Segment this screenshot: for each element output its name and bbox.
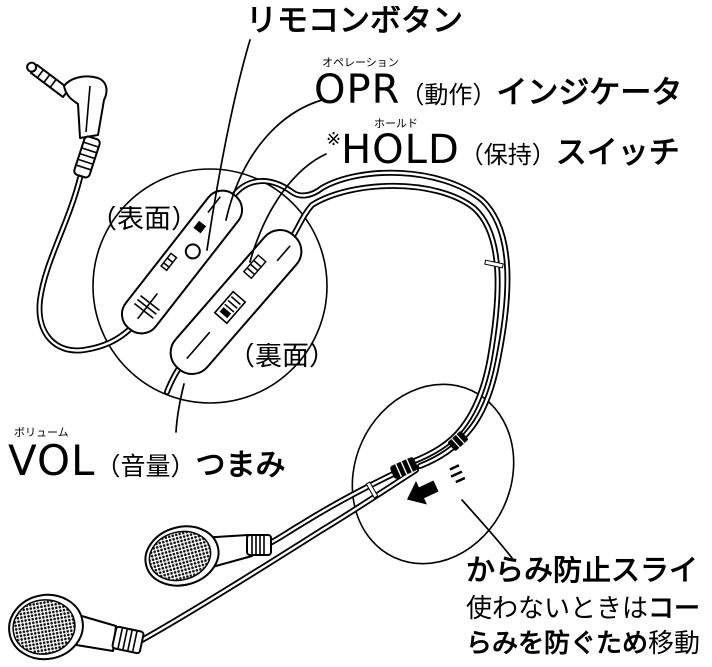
loop-cable-back <box>290 182 501 465</box>
upper-earphone-cable <box>267 463 413 546</box>
remote-back <box>169 229 303 375</box>
back-side-label: （裏面） <box>228 343 336 370</box>
slider-desc-line2-bold: らみを防ぐため <box>466 629 649 659</box>
remote-front <box>120 189 244 335</box>
slider-title: からみ防止スライ <box>466 556 699 587</box>
hold-name: スイッチ <box>555 135 680 170</box>
slider-desc-line1-bold: コー <box>648 594 701 624</box>
upper-earphone-icon <box>144 525 272 587</box>
hold-switch <box>213 290 247 325</box>
slider-description: からみ防止スライ 使わないときはコー らみを防ぐため移動 <box>466 556 712 667</box>
slider-bead-lower <box>390 457 418 479</box>
hold-code: HOLD <box>341 130 460 170</box>
hold-ruby: ホールド <box>374 117 418 130</box>
leader-slider <box>461 499 513 559</box>
remote-button <box>184 243 201 260</box>
opr-indicator-label: OPR（動作）インジケータ <box>314 70 712 110</box>
slider-desc-line2: らみを防ぐため移動 <box>466 631 712 657</box>
slider-desc-line2-regular: 移動 <box>648 629 701 659</box>
loop-cable-front <box>231 169 511 469</box>
vol-paren: （音量） <box>95 452 196 481</box>
vol-code: VOL <box>8 440 96 482</box>
leader-remote-button <box>206 39 251 251</box>
slider-bead-upper <box>448 431 468 451</box>
slider-desc-line1-regular: 使わないときは <box>466 594 649 624</box>
hold-switch-front <box>160 252 178 272</box>
volume-knob <box>242 254 267 280</box>
opr-code: OPR <box>314 70 401 110</box>
plug-icon <box>26 61 108 179</box>
remote-bottom-cable <box>164 365 182 395</box>
opr-ruby: オペレーション <box>322 56 399 69</box>
opr-indicator <box>193 220 207 234</box>
motion-lines <box>449 464 466 484</box>
leader-opr-indicator <box>225 99 323 221</box>
opr-name: インジケータ <box>496 75 683 110</box>
vol-name: つまみ <box>195 448 286 482</box>
opr-paren: （動作） <box>400 81 497 109</box>
note-mark: ※ <box>326 130 342 150</box>
cable-tick-mark <box>365 481 379 499</box>
remote-magnifier-circle <box>92 168 328 404</box>
lower-earphone-icon <box>8 593 145 661</box>
cable-tick-mark <box>484 259 504 269</box>
hold-paren: （保持） <box>459 141 556 169</box>
leader-vol-knob <box>175 383 185 433</box>
remote-button-label: リモコンボタン <box>246 6 463 37</box>
vol-knob-label: VOL（音量）つまみ <box>8 440 408 482</box>
slider-desc-line1: 使わないときはコー <box>466 596 712 631</box>
lower-earphone-cable <box>139 467 419 643</box>
leader-hold-switch <box>249 153 327 263</box>
hold-switch-label: ※HOLD（保持）スイッチ <box>326 130 712 170</box>
front-side-label: （表面） <box>90 206 198 233</box>
plug-cable <box>36 175 133 354</box>
vol-ruby: ボリューム <box>14 426 69 439</box>
arrow-icon <box>406 480 439 505</box>
